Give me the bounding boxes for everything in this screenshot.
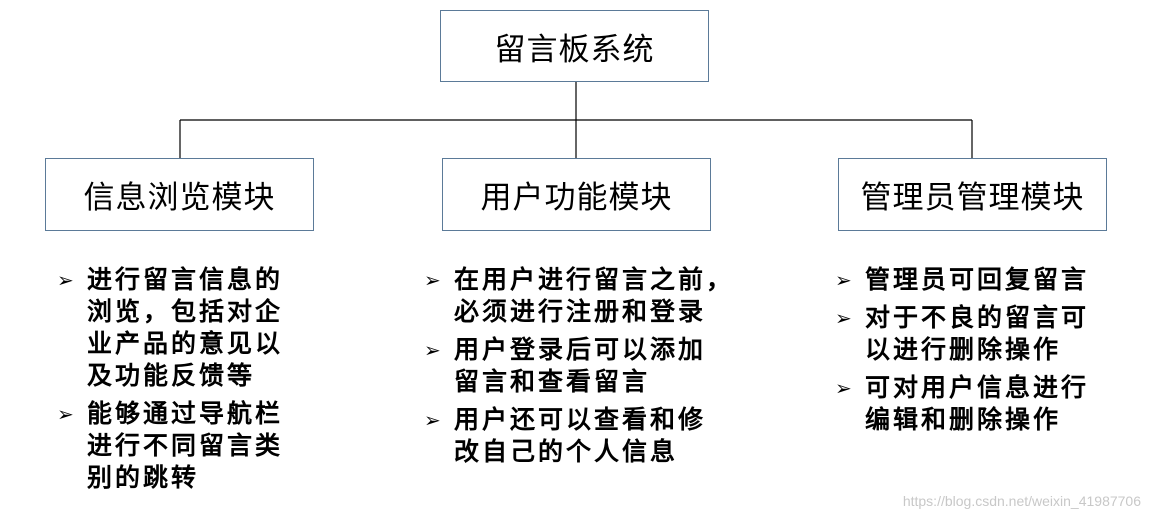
bullet-line: 业产品的意见以 [87,329,284,358]
bullet-line: 别的跳转 [87,463,200,492]
bullet-list-info-browse: ➢ 进行留言信息的 浏览，包括对企 业产品的意见以 及功能反馈等 ➢ 能够通过导… [57,264,283,500]
bullet-line: 以进行删除操作 [865,335,1062,364]
bullet-line: 进行不同留言类 [87,431,284,460]
bullet-item: ➢ 可对用户信息进行 编辑和删除操作 [835,372,1089,436]
bullet-item: ➢ 管理员可回复留言 [835,264,1089,296]
arrow-bullet-icon: ➢ [835,306,852,330]
arrow-bullet-icon: ➢ [424,408,441,432]
bullet-line: 进行留言信息的 [87,265,284,294]
root-node-label: 留言板系统 [494,31,655,68]
bullet-line: 对于不良的留言可 [865,303,1090,332]
module-node-label: 用户功能模块 [480,180,673,216]
root-node: 留言板系统 [440,10,709,82]
bullet-item: ➢ 在用户进行留言之前， 必须进行注册和登录 [424,264,734,328]
bullet-line: 浏览，包括对企 [87,297,284,326]
bullet-line: 能够通过导航栏 [87,399,284,428]
bullet-line: 可对用户信息进行 [865,373,1090,402]
bullet-item: ➢ 进行留言信息的 浏览，包括对企 业产品的意见以 及功能反馈等 [57,264,283,392]
watermark-text: https://blog.csdn.net/weixin_41987706 [902,493,1141,509]
module-node-user-function: 用户功能模块 [442,158,711,231]
bullet-line: 编辑和删除操作 [865,405,1062,434]
bullet-item: ➢ 用户登录后可以添加 留言和查看留言 [424,334,734,398]
arrow-bullet-icon: ➢ [424,268,441,292]
arrow-bullet-icon: ➢ [835,268,852,292]
bullet-line: 必须进行注册和登录 [454,297,707,326]
module-node-label: 信息浏览模块 [83,180,276,216]
bullet-line: 用户还可以查看和修 [454,405,707,434]
module-node-label: 管理员管理模块 [860,180,1085,216]
arrow-bullet-icon: ➢ [835,376,852,400]
bullet-item: ➢ 对于不良的留言可 以进行删除操作 [835,302,1089,366]
arrow-bullet-icon: ➢ [424,338,441,362]
bullet-line: 留言和查看留言 [454,367,651,396]
bullet-list-user-function: ➢ 在用户进行留言之前， 必须进行注册和登录 ➢ 用户登录后可以添加 留言和查看… [424,264,734,474]
module-node-info-browse: 信息浏览模块 [45,158,314,231]
bullet-item: ➢ 用户还可以查看和修 改自己的个人信息 [424,404,734,468]
arrow-bullet-icon: ➢ [57,268,74,292]
bullet-item: ➢ 能够通过导航栏 进行不同留言类 别的跳转 [57,398,283,494]
module-node-admin-manage: 管理员管理模块 [838,158,1107,231]
bullet-line: 及功能反馈等 [87,361,256,390]
bullet-line: 用户登录后可以添加 [454,335,707,364]
bullet-list-admin-manage: ➢ 管理员可回复留言 ➢ 对于不良的留言可 以进行删除操作 ➢ 可对用户信息进行… [835,264,1089,442]
bullet-line: 改自己的个人信息 [454,437,679,466]
bullet-line: 管理员可回复留言 [865,265,1090,294]
arrow-bullet-icon: ➢ [57,402,74,426]
bullet-line: 在用户进行留言之前， [454,265,735,294]
